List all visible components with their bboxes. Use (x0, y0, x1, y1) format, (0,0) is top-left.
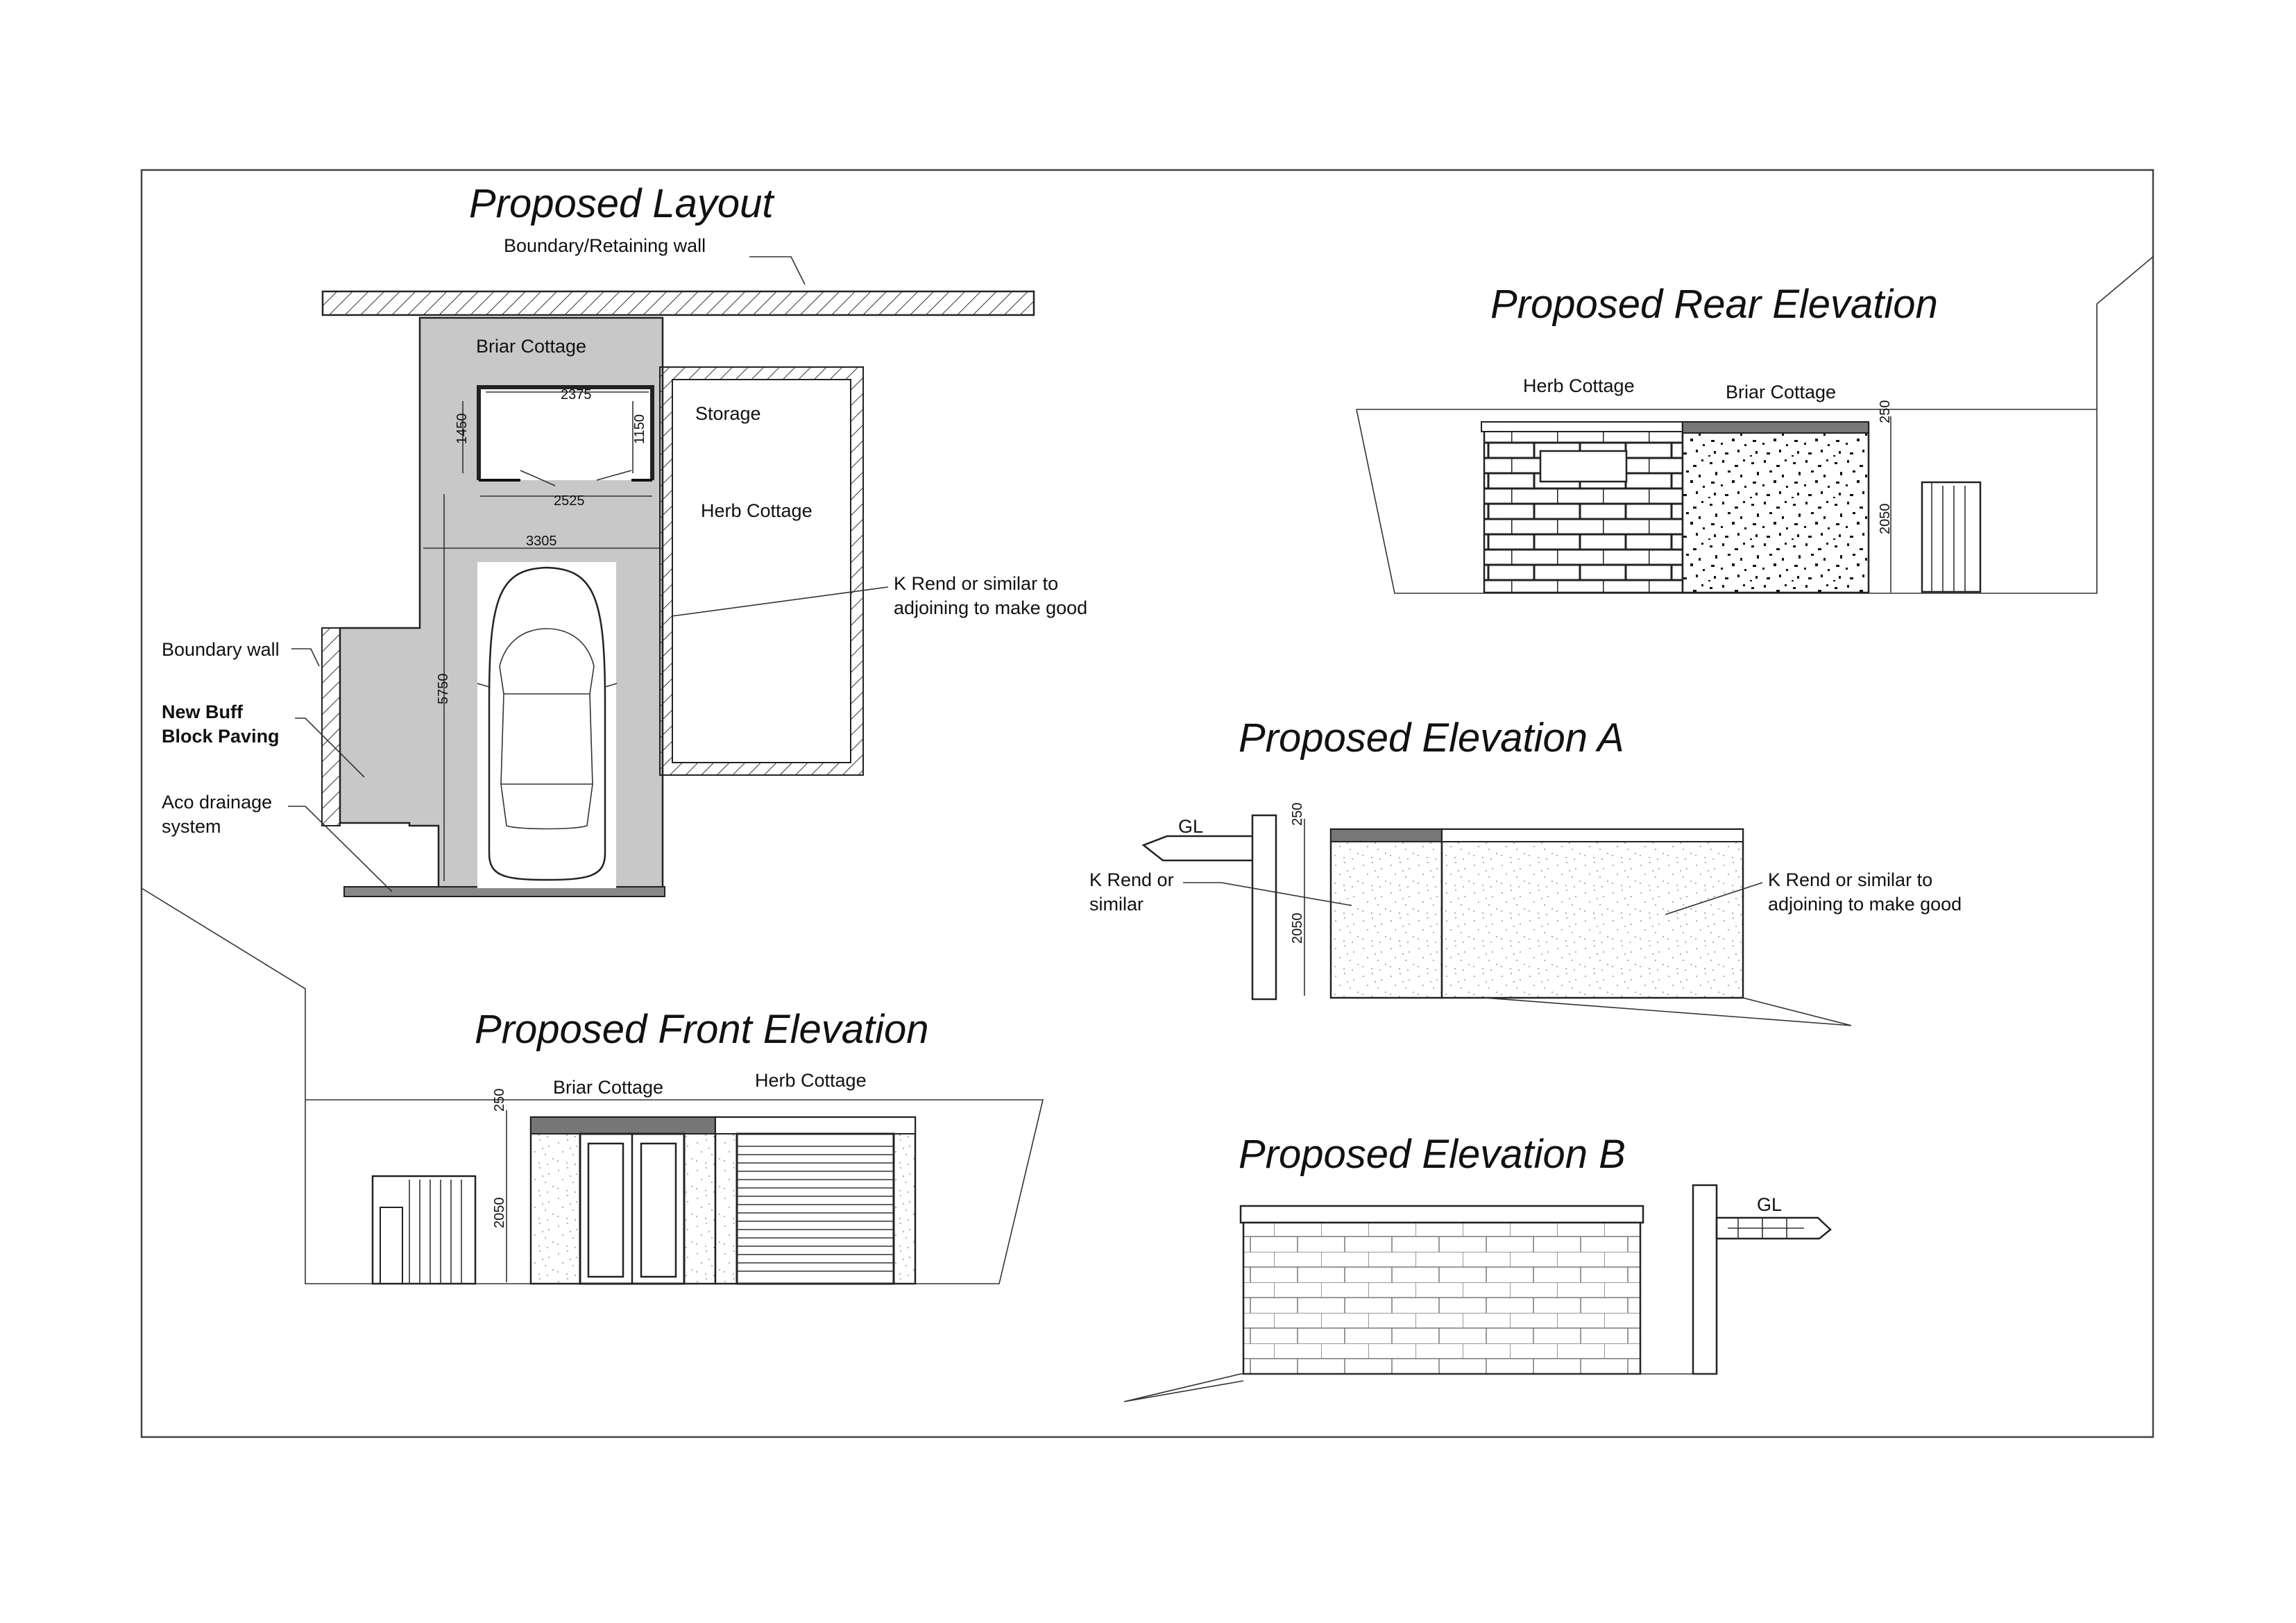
front-briar-label: Briar Cottage (553, 1077, 663, 1098)
front-title: Proposed Front Elevation (475, 1007, 928, 1052)
rear-window (1539, 450, 1628, 483)
elev-a-boundary-pier (1251, 814, 1277, 1001)
rear-briar-render-wall (1681, 422, 1870, 594)
rear-dim-250: 250 (1878, 400, 1893, 423)
proposed-layout-plan: Proposed Layout Boundary/Retaining wall (162, 181, 1087, 897)
elev-a-gl: GL (1178, 816, 1203, 837)
boundary-retaining-wall-label: Boundary/Retaining wall (504, 235, 706, 256)
elev-b-brick-wall (1242, 1221, 1642, 1375)
retaining-wall (321, 290, 1035, 316)
dim-1150: 1150 (632, 414, 647, 444)
aco-label-line1: Aco drainage (162, 792, 272, 813)
elev-a-rend-line1: K Rend or similar to (1768, 869, 1932, 890)
elev-b-gl: GL (1757, 1194, 1782, 1215)
left-boundary-wall (321, 627, 341, 826)
elev-a-title: Proposed Elevation A (1239, 715, 1624, 760)
herb-cottage-building (660, 367, 863, 775)
elev-a-herb-wall (1440, 828, 1744, 999)
front-herb-label: Herb Cottage (755, 1070, 867, 1091)
front-gate-icon (371, 1175, 477, 1285)
proposed-front-elevation: Proposed Front Elevation Briar Cottage H… (141, 887, 1044, 1285)
briar-cottage-label: Briar Cottage (476, 336, 586, 357)
elev-a-dim-250: 250 (1290, 803, 1305, 826)
proposed-elevation-b: Proposed Elevation B GL (1123, 1132, 1832, 1402)
elev-a-dim-2050: 2050 (1290, 913, 1305, 944)
rend-label-line1: K Rend or similar to (894, 573, 1058, 594)
proposed-elevation-a: Proposed Elevation A GL 250 2050 K Rend … (1089, 715, 1962, 1026)
rear-herb-brick-wall (1483, 422, 1684, 594)
front-dim-250: 250 (492, 1089, 507, 1112)
rend-label-line2: adjoining to make good (894, 597, 1087, 618)
storage-label: Storage (695, 403, 761, 424)
proposed-rear-elevation: Proposed Rear Elevation Herb Cottage Bri… (1356, 256, 2154, 594)
rear-title: Proposed Rear Elevation (1490, 282, 1938, 327)
paving-label-line1: New Buff (162, 702, 244, 722)
elev-a-rend-small-line1: K Rend or (1089, 869, 1174, 890)
aco-label-line2: system (162, 816, 221, 837)
elev-a-rend-line2: adjoining to make good (1768, 894, 1962, 915)
dim-2375: 2375 (561, 387, 592, 402)
elev-b-boundary-pier (1692, 1184, 1718, 1375)
rear-herb-label: Herb Cottage (1523, 375, 1635, 396)
rear-briar-label: Briar Cottage (1726, 382, 1836, 402)
herb-cottage-label: Herb Cottage (701, 500, 813, 521)
paving-label-line2: Block Paving (162, 726, 280, 747)
elev-b-title: Proposed Elevation B (1239, 1132, 1626, 1177)
elev-a-briar-wall (1329, 828, 1443, 999)
dim-5750: 5750 (436, 674, 451, 705)
front-dim-2050: 2050 (492, 1198, 507, 1229)
boundary-wall-label: Boundary wall (162, 639, 280, 660)
dim-3305: 3305 (526, 534, 557, 549)
dim-2525: 2525 (554, 493, 585, 509)
dim-1450: 1450 (454, 414, 470, 445)
boundary-retaining-leader (749, 256, 806, 285)
rear-dim-2050: 2050 (1878, 504, 1893, 535)
storage-room (477, 385, 654, 480)
rear-gate-icon (1921, 481, 1982, 593)
elev-a-rend-small-line2: similar (1089, 894, 1143, 915)
layout-title: Proposed Layout (469, 181, 775, 226)
front-garage-door (735, 1132, 895, 1285)
aco-drainage-channel (343, 886, 665, 897)
car-icon (477, 562, 618, 888)
sheet-border (140, 169, 2154, 1438)
